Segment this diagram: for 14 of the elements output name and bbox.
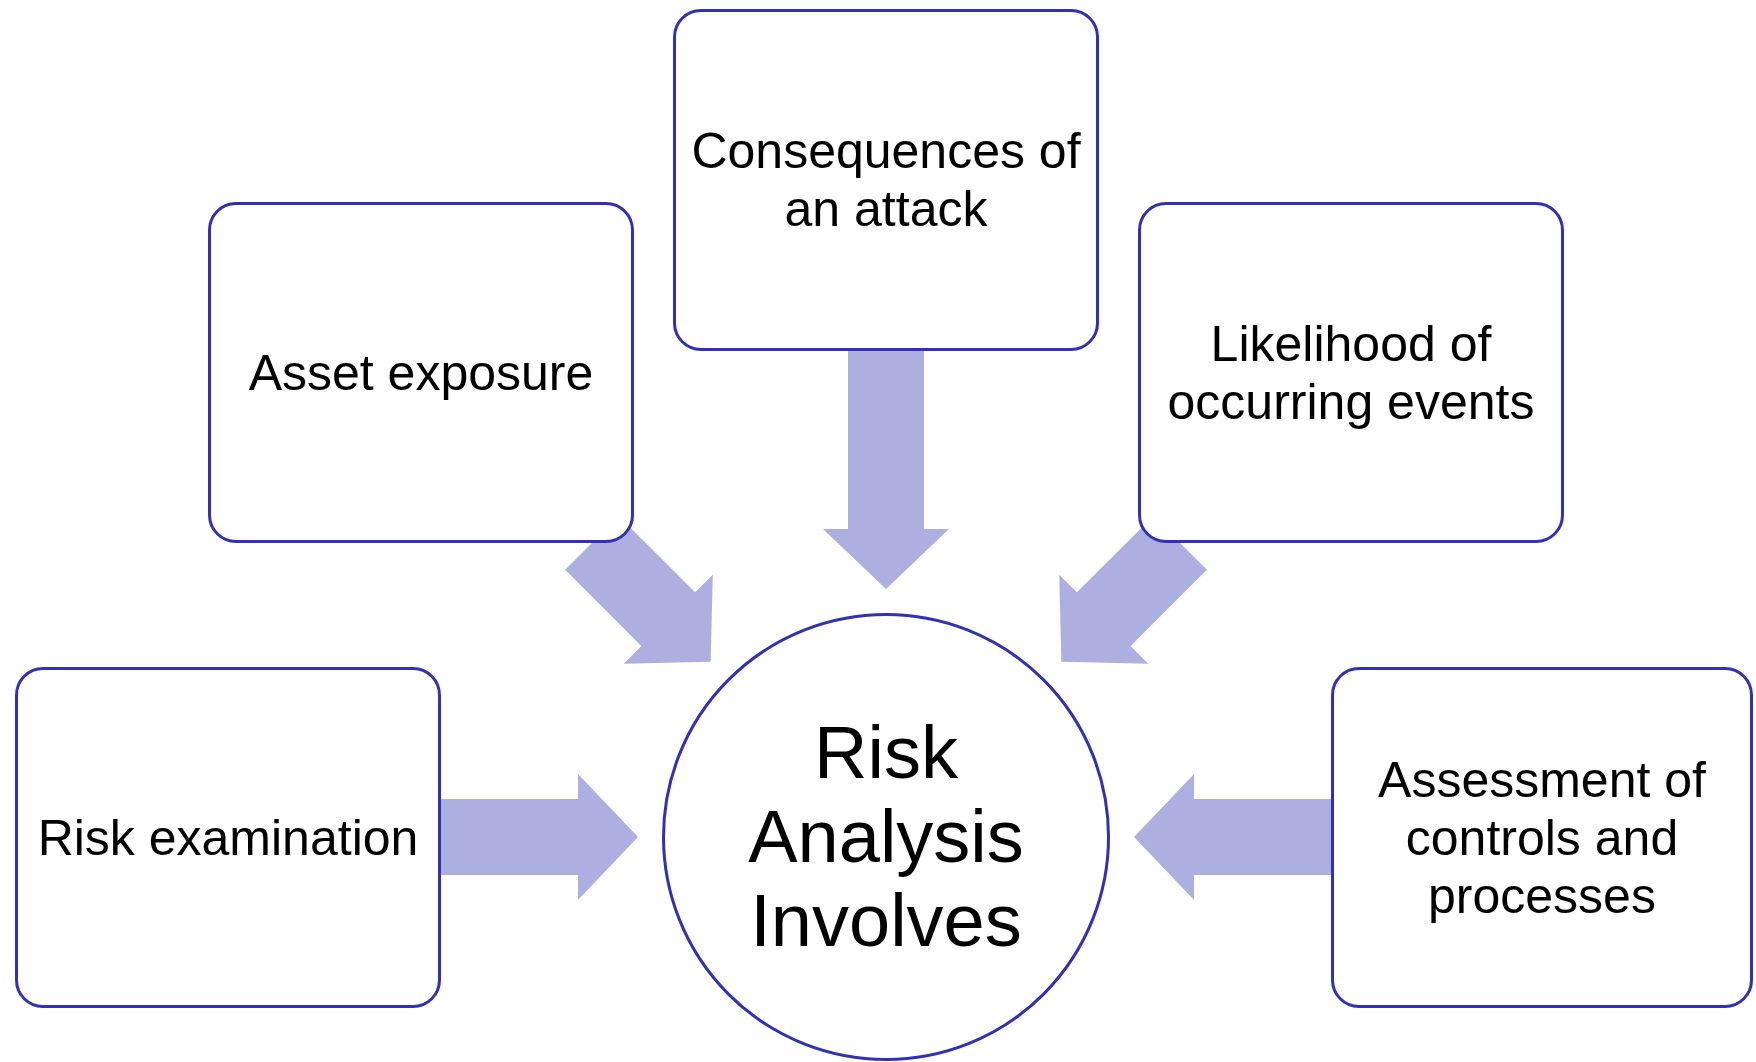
box-label: Likelihood of occurring events (1166, 314, 1536, 431)
topic-box (673, 9, 1099, 351)
block-arrow (441, 774, 638, 900)
box-label: Consequences of an attack (690, 122, 1082, 238)
block-arrow (823, 351, 949, 589)
topic-box (1138, 202, 1564, 543)
topic-box (15, 667, 441, 1008)
topic-box (208, 202, 634, 543)
box-label: Asset exposure (248, 343, 594, 402)
block-arrow (1134, 774, 1331, 900)
center-title: Risk Analysis Involves (747, 711, 1025, 963)
box-label: Risk examination (37, 808, 419, 867)
box-label: Assessment of controls and processes (1377, 750, 1707, 925)
topic-box (1331, 667, 1753, 1008)
